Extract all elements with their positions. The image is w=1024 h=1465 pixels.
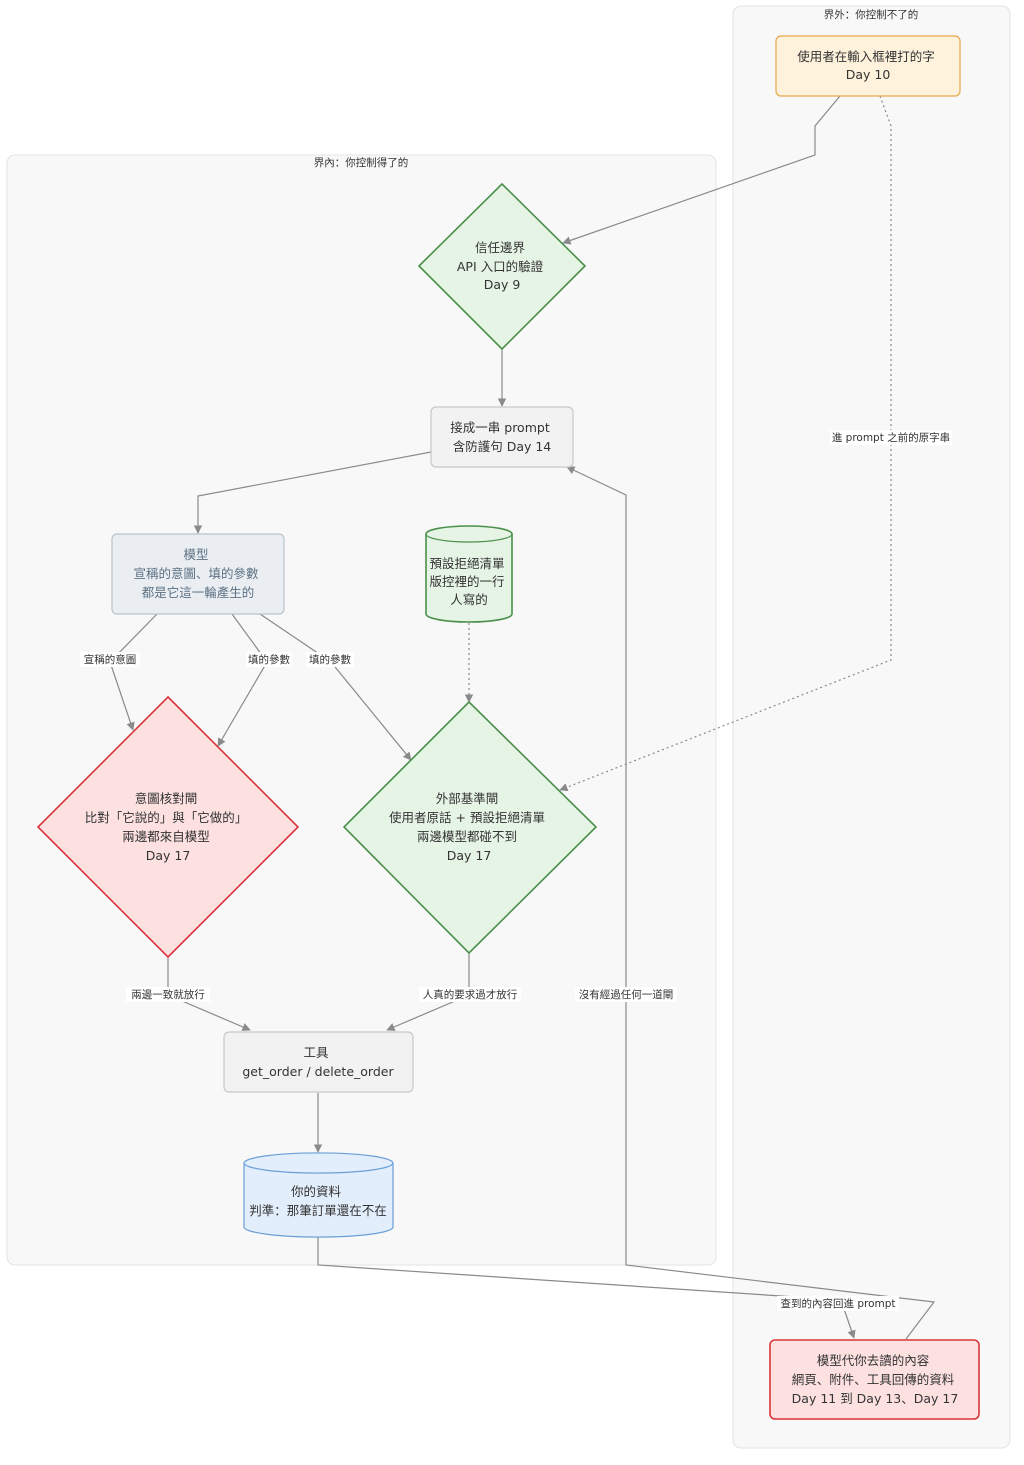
node-denylist-top-rim xyxy=(425,533,513,543)
edge-prompt-to-model xyxy=(193,451,432,534)
edge-model-read-to-prompt xyxy=(566,466,936,1340)
cluster-inside-box xyxy=(6,154,717,1266)
node-model-label: 模型 宣稱的意圖、填的參數 都是它這一輪產生的 xyxy=(134,547,263,600)
edge-label-back-to-prompt: 查到的內容回進 prompt xyxy=(780,1297,895,1310)
node-prompt-concat: 接成一串 prompt 含防護句 Day 14 xyxy=(430,406,574,468)
node-intent-gate-shape xyxy=(36,695,300,959)
node-trust-boundary-shape xyxy=(417,182,587,351)
node-intent-gate: 意圖核對閘 比對「它說的」與「它做的」 兩邊都來自模型 Day 17 xyxy=(36,695,300,959)
node-model-read: 模型代你去讀的內容 網頁、附件、工具回傳的資料 Day 11 到 Day 13、… xyxy=(769,1339,980,1420)
edge-user-to-trust xyxy=(562,95,841,245)
cluster-outside-title: 界外：你控制不了的 xyxy=(824,8,919,21)
node-user-input-label: 使用者在輸入框裡打的字 Day 10 xyxy=(797,49,939,82)
edge-label-both-agree: 兩邊一致就放行 xyxy=(131,988,205,1001)
node-tool: 工具 get_order / delete_order xyxy=(223,1031,414,1093)
edge-data-to-model-read xyxy=(317,1237,856,1339)
edge-label-claimed-intent: 宣稱的意圖 xyxy=(84,653,137,666)
node-trust-boundary-label: 信任邊界 API 入口的驗證 Day 9 xyxy=(457,240,547,292)
node-user-input-shape xyxy=(775,35,961,97)
node-user-input: 使用者在輸入框裡打的字 Day 10 xyxy=(775,35,961,97)
edge-labels: 進 prompt 之前的原字串 宣稱的意圖 填的參數 填的參數 兩邊一致就放行 … xyxy=(80,430,952,1311)
edges xyxy=(109,95,936,1340)
cluster-inside-title: 界內：你控制得了的 xyxy=(314,156,409,169)
node-your-data: 你的資料 判準：那筆訂單還在不在 xyxy=(243,1152,394,1238)
node-external-gate-shape xyxy=(342,700,598,955)
node-intent-gate-label: 意圖核對閘 比對「它說的」與「它做的」 兩邊都來自模型 Day 17 xyxy=(85,791,252,863)
node-model-shape xyxy=(111,533,285,615)
node-model-read-shape xyxy=(769,1339,980,1420)
node-denylist: 預設拒絕清單 版控裡的一行 人寫的 xyxy=(425,525,513,623)
cluster-outside: 界外：你控制不了的 xyxy=(732,5,1011,1449)
node-external-gate-label: 外部基準閘 使用者原話 + 預設拒絕清單 兩邊模型都碰不到 Day 17 xyxy=(389,791,549,863)
node-external-gate: 外部基準閘 使用者原話 + 預設拒絕清單 兩邊模型都碰不到 Day 17 xyxy=(342,700,598,955)
edge-label-params-1: 填的參數 xyxy=(248,653,290,666)
edge-label-params-2: 填的參數 xyxy=(309,653,351,666)
edge-user-to-external-gate xyxy=(559,95,892,792)
edge-label-human-request: 人真的要求過才放行 xyxy=(423,988,518,1001)
node-prompt-concat-shape xyxy=(430,406,574,468)
cluster-outside-box xyxy=(732,5,1011,1449)
node-denylist-shape xyxy=(425,525,513,623)
node-tool-shape xyxy=(223,1031,414,1093)
node-trust-boundary: 信任邊界 API 入口的驗證 Day 9 xyxy=(417,182,587,351)
cluster-inside: 界內：你控制得了的 xyxy=(6,154,717,1266)
edge-label-no-gate: 沒有經過任何一道閘 xyxy=(579,988,674,1001)
node-denylist-label: 預設拒絕清單 版控裡的一行 人寫的 xyxy=(430,556,509,607)
node-prompt-concat-label: 接成一串 prompt 含防護句 Day 14 xyxy=(450,420,553,454)
node-your-data-shape xyxy=(243,1152,394,1238)
node-tool-label: 工具 get_order / delete_order xyxy=(242,1045,394,1079)
node-model: 模型 宣稱的意圖、填的參數 都是它這一輪產生的 xyxy=(111,533,285,615)
node-model-read-label: 模型代你去讀的內容 網頁、附件、工具回傳的資料 Day 11 到 Day 13、… xyxy=(792,1353,959,1406)
edge-label-raw-string: 進 prompt 之前的原字串 xyxy=(832,431,950,444)
node-your-data-label: 你的資料 判準：那筆訂單還在不在 xyxy=(249,1184,387,1218)
node-your-data-top-rim xyxy=(243,1162,394,1174)
